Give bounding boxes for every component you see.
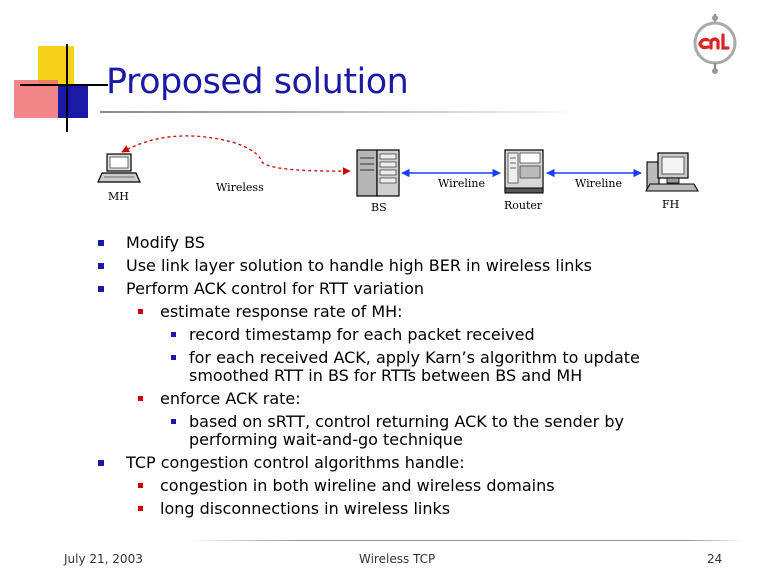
wireless-label: Wireless [216,181,264,194]
bullet-icon [171,355,176,360]
list-item: based on sRTT, control returning ACK to … [171,413,624,430]
list-item: Use link layer solution to handle high B… [98,257,592,274]
footer-divider [185,540,745,541]
fh-label: FH [662,198,680,211]
bullet-icon [138,309,143,314]
router-label: Router [504,199,543,212]
bullet-icon [171,419,176,424]
page-title: Proposed solution [106,62,409,102]
bullet-icon [138,483,143,488]
title-divider [100,111,580,113]
wireline-label-2: Wireline [575,177,623,190]
bullet-icon [98,240,104,246]
base-station-icon [356,149,400,197]
corner-decoration [0,0,110,140]
list-item: Modify BS [98,234,205,251]
list-item: Perform ACK control for RTT variation [98,280,424,297]
list-item: record timestamp for each packet receive… [171,326,535,343]
wireless-link [121,135,351,175]
list-item-continuation: smoothed RTT in BS for RTTs between BS a… [189,366,583,385]
bullet-icon [98,460,104,466]
bullet-icon [138,396,143,401]
desktop-computer-icon [645,152,699,192]
list-item: long disconnections in wireless links [138,500,450,517]
list-item: TCP congestion control algorithms handle… [98,454,465,471]
list-item: estimate response rate of MH: [138,303,403,320]
page-number: 24 [707,552,723,566]
list-item: enforce ACK rate: [138,390,301,407]
bs-label: BS [371,201,387,214]
bullet-icon [98,286,104,292]
footer-date: July 21, 2003 [64,552,143,566]
bullet-icon [138,506,143,511]
laptop-icon [97,153,141,183]
list-item: congestion in both wireline and wireless… [138,477,555,494]
list-item: for each received ACK, apply Karn’s algo… [171,349,640,366]
wireline-label-1: Wireline [438,177,486,190]
bullet-icon [171,332,176,337]
bullet-icon [98,263,104,269]
mh-label: MH [108,190,129,203]
cnl-logo-icon [693,14,737,74]
list-item-continuation: performing wait-and-go technique [189,430,463,449]
footer-title: Wireless TCP [359,552,436,566]
router-icon [504,149,544,194]
